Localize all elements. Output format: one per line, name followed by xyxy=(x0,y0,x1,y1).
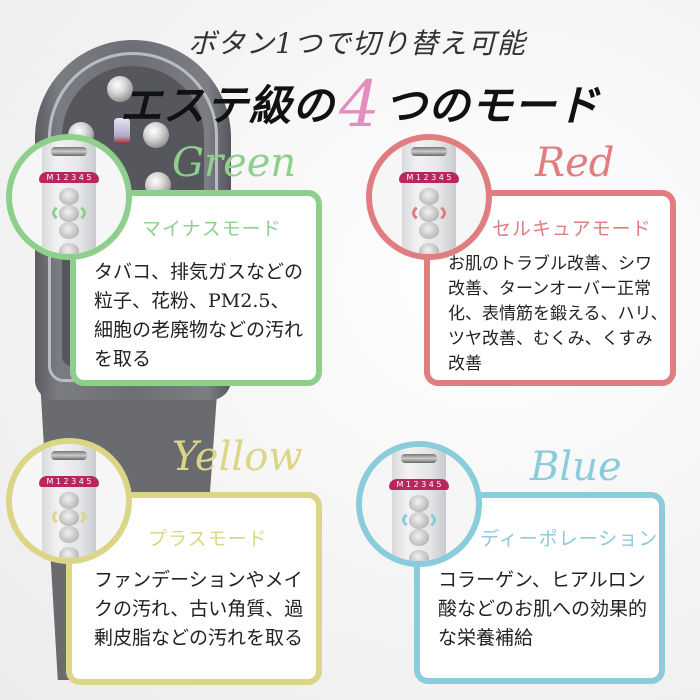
mode-description: お肌のトラブル改善、シワ改善、ターンオーバー正常化、表情筋を鍛える、ハリ、ツヤ改… xyxy=(448,254,668,374)
up-button-icon xyxy=(418,187,440,205)
mode-description: ファンデーションやメイクの汚れ、古い角質、過剰皮脂などの汚れを取る xyxy=(94,569,304,649)
top-band xyxy=(410,146,448,156)
down-button-icon xyxy=(58,526,80,544)
down-button-icon xyxy=(408,529,430,547)
active-ring-icon xyxy=(401,509,437,531)
power-button-icon xyxy=(418,242,440,254)
top-band xyxy=(50,450,88,460)
electrode-icon xyxy=(143,122,169,148)
device-closeup-red: M 1 2 3 4 5 xyxy=(366,134,492,260)
title-prefix: エステ級の xyxy=(120,81,336,130)
led-light xyxy=(114,118,130,144)
device-closeup-yellow: M 1 2 3 4 5 xyxy=(6,438,132,564)
mode-name: セルキュアモード xyxy=(492,218,652,240)
electrode-icon xyxy=(107,76,133,102)
mode-description: タバコ、排気ガスなどの粒子、花粉、PM2.5、細胞の老廃物などの汚れを取る xyxy=(94,261,304,370)
device-closeup-blue: M 1 2 3 4 5 xyxy=(356,441,482,567)
active-ring-icon xyxy=(411,202,447,224)
top-band xyxy=(50,146,88,156)
mode-name: ディーポレーション xyxy=(480,528,659,550)
title-number: 4 xyxy=(339,68,381,142)
device-closeup-green: M 1 2 3 4 5 xyxy=(6,134,132,260)
color-label-green: Green xyxy=(172,140,297,186)
color-label-red: Red xyxy=(535,140,615,186)
mode-button-icon xyxy=(408,511,430,530)
mode-description: コラーゲン、ヒアルロン酸などのお肌への効果的な栄養補給 xyxy=(438,569,648,649)
mode-name: プラスモード xyxy=(148,528,268,550)
subtitle: ボタン1つで切り替え可能 xyxy=(188,27,526,60)
active-ring-icon xyxy=(51,202,87,224)
top-band xyxy=(400,453,438,463)
up-button-icon xyxy=(58,187,80,205)
mode-button-icon xyxy=(418,204,440,223)
mode-button-icon xyxy=(58,204,80,223)
color-label-blue: Blue xyxy=(530,444,622,490)
active-ring-icon xyxy=(51,506,87,528)
level-meter: M 1 2 3 4 5 xyxy=(39,171,99,184)
mode-name: マイナスモード xyxy=(142,218,282,240)
level-meter: M 1 2 3 4 5 xyxy=(39,475,99,488)
level-meter: M 1 2 3 4 5 xyxy=(399,171,459,184)
color-label-yellow: Yellow xyxy=(172,434,303,480)
title-suffix: つのモード xyxy=(384,81,600,130)
up-button-icon xyxy=(58,491,80,509)
down-button-icon xyxy=(58,222,80,240)
power-button-icon xyxy=(58,242,80,254)
up-button-icon xyxy=(408,494,430,512)
down-button-icon xyxy=(418,222,440,240)
power-button-icon xyxy=(408,549,430,561)
power-button-icon xyxy=(58,546,80,558)
page-title: エステ級の4つのモード xyxy=(120,68,600,142)
mode-button-icon xyxy=(58,508,80,527)
level-meter: M 1 2 3 4 5 xyxy=(389,478,449,491)
